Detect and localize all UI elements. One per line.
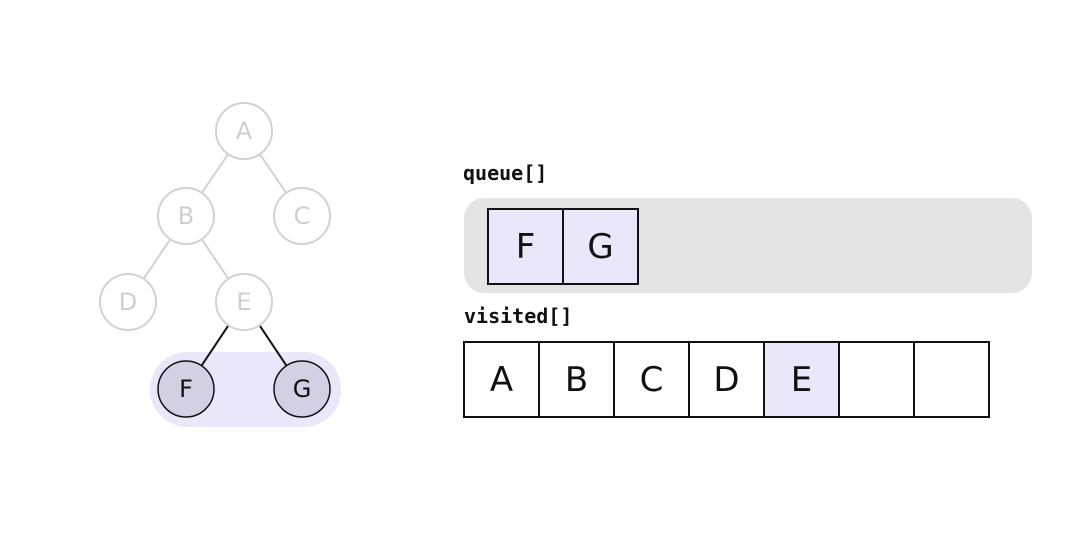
tree-node-g: G — [273, 360, 331, 418]
tree-node-label: E — [236, 288, 251, 316]
tree-node-label: A — [236, 117, 253, 145]
tree-edge-a-c — [258, 153, 288, 194]
tree-node-circle — [273, 187, 331, 245]
tree-node-circle — [99, 273, 157, 331]
visited-cell: B — [538, 341, 615, 418]
tree-node-label: G — [293, 375, 312, 403]
tree-node-label: C — [294, 202, 311, 230]
tree-node-label: D — [119, 288, 137, 316]
visited-cell — [838, 341, 915, 418]
tree-node-f: F — [157, 360, 215, 418]
tree-edges — [142, 153, 288, 367]
tree-edge-e-f — [200, 324, 230, 367]
tree-node-d: D — [99, 273, 157, 331]
visited-cell: E — [763, 341, 840, 418]
queue-label: queue[] — [463, 161, 548, 185]
tree-node-circle — [215, 273, 273, 331]
queue-cell: G — [562, 208, 639, 285]
tree-node-b: B — [157, 187, 215, 245]
queue-cell: F — [487, 208, 564, 285]
tree-node-label: B — [178, 202, 194, 230]
visited-cell — [913, 341, 990, 418]
tree-diagram: A B C D E F G — [99, 102, 341, 427]
tree-edge-b-e — [200, 238, 230, 280]
tree-edge-b-d — [142, 238, 172, 280]
tree-edge-a-b — [200, 153, 230, 194]
tree-nodes: A B C D E F G — [99, 102, 331, 418]
tree-node-c: C — [273, 187, 331, 245]
tree-node-circle — [157, 360, 215, 418]
tree-edge-e-g — [258, 324, 288, 367]
visited-cell: A — [463, 341, 540, 418]
tree-node-e: E — [215, 273, 273, 331]
tree-node-label: F — [179, 375, 193, 403]
visited-cell: D — [688, 341, 765, 418]
tree-node-circle — [273, 360, 331, 418]
tree-node-a: A — [215, 102, 273, 160]
tree-node-circle — [157, 187, 215, 245]
tree-node-circle — [215, 102, 273, 160]
visited-label: visited[] — [464, 304, 573, 328]
visited-cell: C — [613, 341, 690, 418]
